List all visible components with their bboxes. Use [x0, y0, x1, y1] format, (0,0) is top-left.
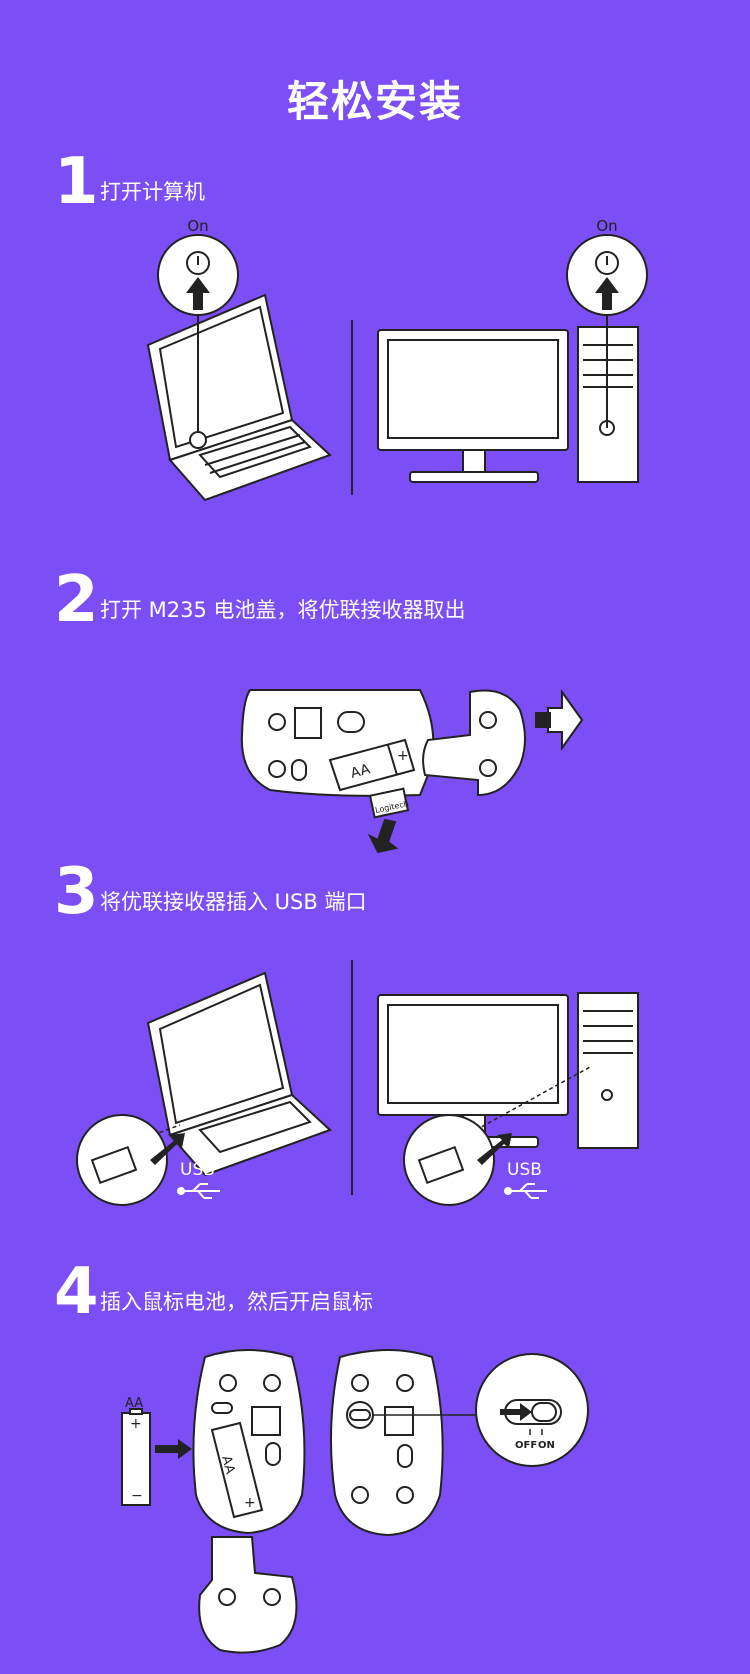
- battery-icon: [210, 1421, 264, 1519]
- on-label: ON: [538, 1440, 555, 1451]
- battery-cover-icon: [198, 1536, 298, 1654]
- step-number: 3: [54, 855, 99, 929]
- aa-label: AA: [218, 1454, 237, 1476]
- off-label: OFF: [515, 1440, 537, 1451]
- step-2-illustration: AA + Logitech: [240, 688, 584, 854]
- receiver-icon: [90, 1145, 138, 1185]
- receiver-callout: [76, 1114, 185, 1206]
- receiver-icon: Logitech: [367, 787, 410, 854]
- step-text: 打开 M235 电池盖，将优联接收器取出: [100, 598, 466, 622]
- battery-cover-icon: [422, 689, 526, 797]
- monitor-icon: [377, 329, 569, 483]
- up-arrow-icon: [595, 277, 619, 310]
- mouse-bottom-closed-icon: [330, 1349, 444, 1537]
- laptop-icon: [146, 971, 332, 1177]
- plus-label: +: [397, 748, 409, 764]
- step-number: 1: [54, 145, 99, 219]
- receiver-slot-icon: [535, 712, 551, 728]
- right-arrow-icon: [155, 1439, 192, 1459]
- mouse-bottom-icon: AA +: [240, 689, 435, 797]
- slide-arrow-icon: [500, 1403, 532, 1421]
- up-arrow-icon: [186, 277, 210, 310]
- usb-label: USB: [180, 1160, 215, 1180]
- step-4-illustration: AA + − AA +: [121, 1349, 589, 1654]
- aa-label: AA: [125, 1396, 143, 1411]
- step-text: 打开计算机: [100, 180, 205, 204]
- plus-label: +: [130, 1416, 142, 1432]
- step-number: 2: [54, 563, 99, 637]
- on-label: On: [187, 217, 208, 235]
- step-text: 将优联接收器插入 USB 端口: [100, 890, 367, 914]
- plus-label: +: [244, 1495, 256, 1511]
- monitor-icon: [377, 994, 569, 1148]
- step-1-illustration: On On: [146, 217, 648, 502]
- laptop-icon: [146, 293, 332, 502]
- right-arrow-icon: [547, 688, 584, 752]
- laptop-power-callout: On: [157, 217, 239, 449]
- battery-icon: [328, 738, 416, 792]
- desktop-power-callout: On: [566, 217, 648, 428]
- power-switch-callout: OFF ON: [475, 1353, 589, 1467]
- aa-label: AA: [349, 761, 372, 782]
- minus-label: −: [131, 1488, 143, 1504]
- receiver-icon: [417, 1145, 465, 1185]
- insert-arrow-icon: [150, 1133, 185, 1165]
- aa-battery-icon: AA + −: [121, 1396, 151, 1506]
- insert-arrow-icon: [477, 1133, 512, 1165]
- usb-icon: [177, 1183, 220, 1199]
- usb-label: USB: [507, 1160, 542, 1180]
- usb-icon: [504, 1183, 547, 1199]
- mouse-bottom-open-icon: AA +: [192, 1349, 306, 1535]
- step-text: 插入鼠标电池，然后开启鼠标: [100, 1290, 373, 1314]
- step-3-illustration: USB USB: [76, 960, 639, 1206]
- step-number: 4: [54, 1255, 99, 1329]
- on-label: On: [596, 217, 617, 235]
- pc-tower-icon: [577, 992, 639, 1149]
- receiver-callout: [403, 1114, 512, 1206]
- page-title: 轻松安装: [286, 77, 463, 126]
